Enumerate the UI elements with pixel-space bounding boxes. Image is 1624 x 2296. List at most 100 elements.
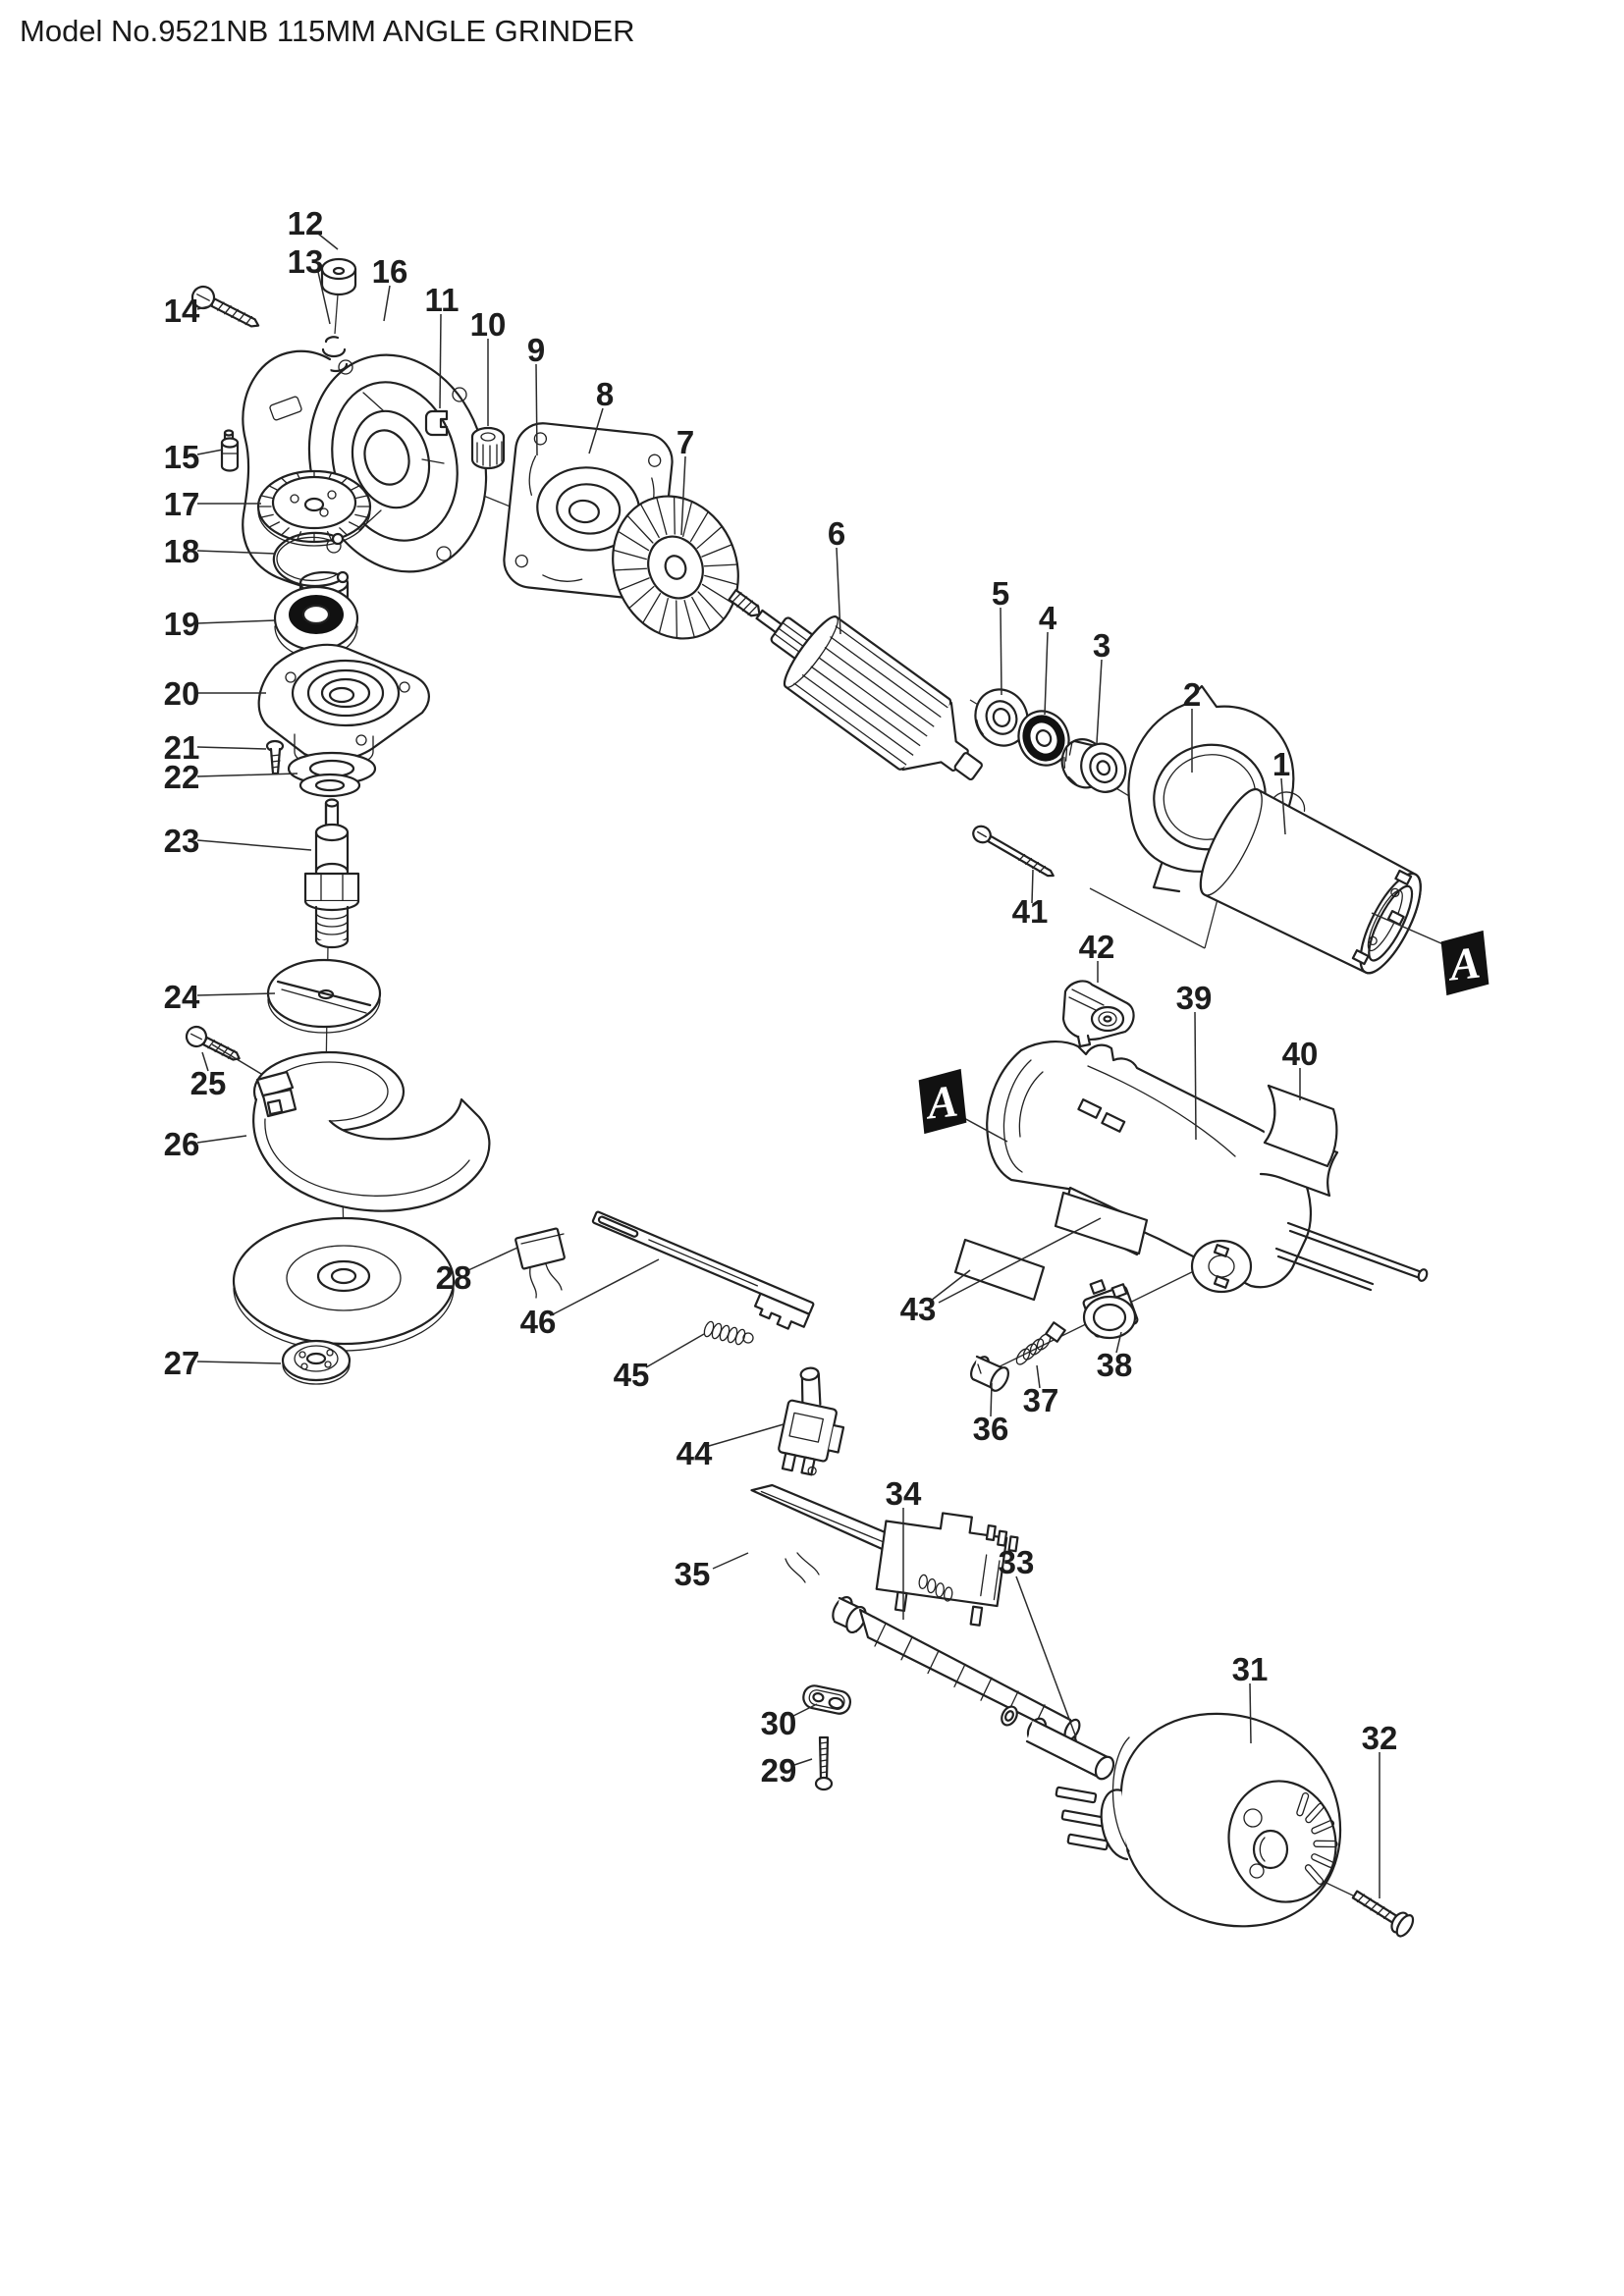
part-18-drawing xyxy=(272,531,350,588)
leader-line-21 xyxy=(196,746,267,750)
part-30-drawing xyxy=(802,1684,852,1715)
part-label-9: 9 xyxy=(527,332,545,368)
page-title: Model No.9521NB 115MM ANGLE GRINDER xyxy=(20,14,635,48)
leader-line-4 xyxy=(1044,631,1049,716)
marker-a-2: A xyxy=(1440,930,1489,996)
leader-line-43 xyxy=(930,1269,971,1302)
part-label-13: 13 xyxy=(288,243,324,280)
part-label-10: 10 xyxy=(470,306,507,343)
leader-line-25 xyxy=(211,1043,262,1075)
part-label-2: 2 xyxy=(1183,676,1201,713)
part-label-24: 24 xyxy=(164,979,200,1015)
part-1-drawing xyxy=(1199,787,1422,975)
part-7-drawing xyxy=(612,495,739,640)
part-label-33: 33 xyxy=(999,1544,1035,1580)
leader-line-22 xyxy=(196,773,298,777)
part-29-drawing xyxy=(814,1735,834,1791)
part-33-drawing xyxy=(1001,1705,1115,1781)
leader-line-16 xyxy=(383,285,391,322)
leader-line-8 xyxy=(588,407,604,454)
leader-line-44 xyxy=(708,1423,785,1447)
part-42-drawing xyxy=(1061,980,1135,1048)
marker-a-box xyxy=(1440,930,1489,996)
marker-a-leader xyxy=(1371,912,1444,945)
part-label-11: 11 xyxy=(425,282,460,318)
part-32-drawing xyxy=(1351,1890,1415,1938)
part-label-26: 26 xyxy=(164,1126,200,1162)
leader-line-41 xyxy=(1031,869,1034,904)
part-41-drawing xyxy=(972,825,1055,878)
leader-line-25 xyxy=(201,1051,209,1072)
part-label-15: 15 xyxy=(164,439,200,475)
part-25-drawing xyxy=(185,1025,241,1061)
marker-a-1: A xyxy=(918,1068,967,1135)
part-label-28: 28 xyxy=(436,1259,472,1296)
leader-line-23 xyxy=(196,839,312,851)
part-20-drawing xyxy=(257,643,430,769)
part-label-38: 38 xyxy=(1097,1347,1133,1383)
part-43-drawing xyxy=(953,1191,1149,1302)
leader-line-24 xyxy=(196,992,276,996)
marker-a-letter: A xyxy=(1444,937,1483,990)
part-label-23: 23 xyxy=(164,823,200,859)
part-31-drawing xyxy=(1055,1712,1342,1928)
part-6-drawing xyxy=(728,589,983,781)
part-14-drawing xyxy=(190,285,260,328)
part-label-31: 31 xyxy=(1232,1651,1269,1687)
part-45-drawing xyxy=(703,1320,754,1346)
marker-a-letter: A xyxy=(922,1076,960,1129)
part-35-drawing xyxy=(750,1483,1019,1627)
leader-line-30 xyxy=(790,1703,818,1718)
part-label-30: 30 xyxy=(761,1705,797,1741)
part-label-44: 44 xyxy=(677,1435,713,1471)
part-label-45: 45 xyxy=(614,1357,650,1393)
leader-line-46 xyxy=(552,1258,660,1315)
part-label-27: 27 xyxy=(164,1345,200,1381)
part-label-16: 16 xyxy=(372,253,408,290)
part-label-18: 18 xyxy=(164,533,200,569)
part-24-drawing xyxy=(266,958,382,1034)
part-label-32: 32 xyxy=(1362,1720,1398,1756)
part-label-20: 20 xyxy=(164,675,200,712)
leader-line-12 xyxy=(317,233,339,250)
leader-line-45 xyxy=(645,1333,705,1368)
leader-line-33 xyxy=(1015,1575,1077,1738)
part-label-39: 39 xyxy=(1176,980,1213,1016)
part-11-drawing xyxy=(424,409,449,437)
leader-line-29 xyxy=(790,1758,813,1767)
part-label-22: 22 xyxy=(164,759,200,795)
leader-line-43 xyxy=(938,1217,1102,1304)
leader-line-36 xyxy=(990,1382,993,1417)
leader-line-15 xyxy=(196,449,224,455)
part-label-1: 1 xyxy=(1272,746,1290,782)
marker-a-leader xyxy=(961,1116,1008,1143)
part-46-drawing xyxy=(591,1210,815,1330)
part-27-drawing xyxy=(281,1339,352,1385)
part-label-21: 21 xyxy=(164,729,200,766)
part-label-8: 8 xyxy=(596,376,614,412)
part-44-drawing xyxy=(778,1366,845,1476)
part-15-drawing xyxy=(220,429,240,472)
part-label-41: 41 xyxy=(1012,893,1049,930)
leader-line-31 xyxy=(1249,1682,1252,1744)
leader-line-6 xyxy=(836,547,841,635)
part-21-drawing xyxy=(265,739,285,775)
part-label-12: 12 xyxy=(288,205,324,241)
part-label-7: 7 xyxy=(677,424,694,460)
part-label-40: 40 xyxy=(1282,1036,1319,1072)
part-26-drawing xyxy=(252,1050,491,1212)
leader-line-14 xyxy=(196,304,214,310)
part-label-17: 17 xyxy=(164,486,200,522)
leader-line-11 xyxy=(439,313,442,409)
part-23-drawing xyxy=(303,798,360,949)
part-label-14: 14 xyxy=(164,293,200,329)
part-label-5: 5 xyxy=(992,575,1009,612)
marker-a-box xyxy=(918,1068,967,1135)
leader-line-27 xyxy=(196,1361,282,1364)
leader-line-1 xyxy=(1280,777,1286,835)
part-label-4: 4 xyxy=(1039,600,1057,636)
part-5-drawing xyxy=(974,688,1029,747)
part-28-drawing xyxy=(514,1227,566,1299)
